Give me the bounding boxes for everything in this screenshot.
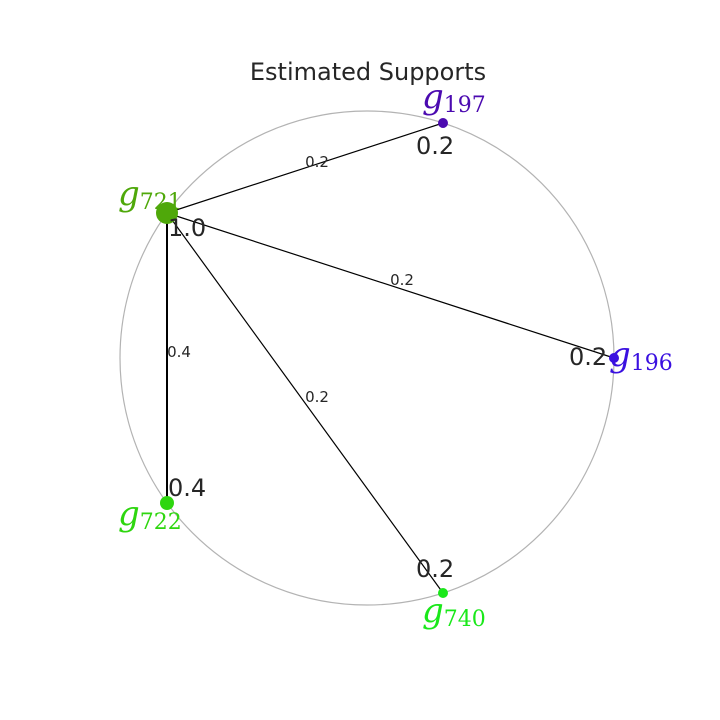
node-support-label: 1.0 <box>168 214 206 242</box>
node-name-letter: g <box>609 335 631 375</box>
node-name-subscript: 740 <box>444 607 486 632</box>
diagram-title: Estimated Supports <box>250 58 486 86</box>
node-name-label: g197 <box>422 77 486 118</box>
edge-weight-label: 0.2 <box>305 388 329 406</box>
node-name-label: g196 <box>609 335 673 376</box>
node-name-letter: g <box>118 174 140 214</box>
node-g740 <box>438 588 448 598</box>
edge-weight-label: 0.4 <box>167 343 191 361</box>
node-name-subscript: 196 <box>631 351 673 376</box>
edges: 0.2 0.2 0.4 0.2 <box>166 122 615 594</box>
node-g721 <box>156 202 178 224</box>
node-name-label: g721 <box>118 174 182 215</box>
node-name-subscript: 722 <box>140 510 182 535</box>
edge-weight-label: 0.2 <box>390 271 414 289</box>
node-name-label: g740 <box>422 591 486 632</box>
layout-circle <box>119 110 615 606</box>
node-support-label: 0.2 <box>416 132 454 160</box>
node-name-label: g722 <box>118 494 182 535</box>
node-g196 <box>609 353 619 363</box>
node-name-letter: g <box>422 77 444 117</box>
node-support-label: 0.2 <box>416 555 454 583</box>
node-g722 <box>160 496 174 510</box>
edge-g721-g196 <box>166 212 615 359</box>
node-g197 <box>438 118 448 128</box>
node-name-subscript: 197 <box>444 93 486 118</box>
node-name-letter: g <box>422 591 444 631</box>
node-support-label: 0.4 <box>168 474 206 502</box>
node-name-letter: g <box>118 494 140 534</box>
node-support-label: 0.2 <box>569 343 607 371</box>
edge-g721-g740 <box>166 212 444 594</box>
edge-weight-label: 0.2 <box>305 153 329 171</box>
node-name-subscript: 721 <box>140 190 182 215</box>
edge-g721-g197 <box>166 122 444 214</box>
